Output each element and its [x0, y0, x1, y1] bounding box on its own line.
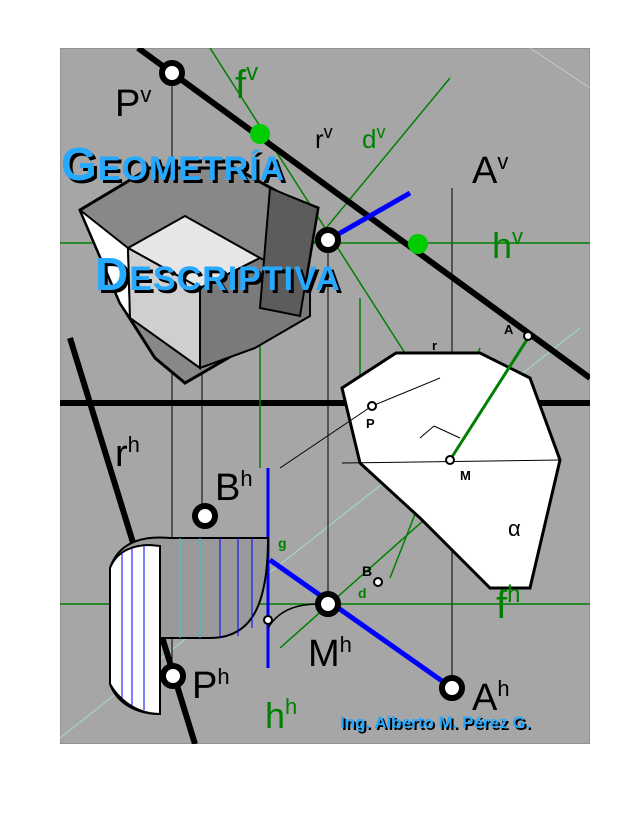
green-dot-upper: [250, 124, 270, 144]
label-ah: A: [472, 677, 498, 719]
point-pv: [159, 60, 185, 86]
label-rv: r: [315, 124, 324, 154]
descriptive-geometry-illustration: Pv fv rv dv Av hv rh Bh Ph Mh Ah hh fh g…: [59, 45, 592, 745]
point-dv: [315, 227, 341, 253]
svg-text:rh: rh: [115, 432, 140, 475]
label-bh: B: [215, 467, 240, 509]
label-dv-sup: v: [376, 122, 385, 142]
label-bh-sup: h: [240, 466, 252, 491]
label-alpha: α: [508, 516, 521, 541]
title-line2: DESCRIPTIVA: [95, 247, 341, 301]
svg-text:Ph: Ph: [192, 664, 230, 707]
label-hv: h: [492, 225, 512, 266]
label-rv-sup: v: [324, 122, 333, 142]
label-mh-sup: h: [340, 632, 352, 657]
point-mh: [315, 591, 341, 617]
label-fh: f: [496, 583, 508, 627]
svg-text:Mh: Mh: [308, 632, 352, 675]
line-pv: [136, 45, 592, 381]
point-b-small: [373, 577, 383, 587]
label-hv-sup: v: [512, 224, 523, 249]
label-ah-sup: h: [497, 676, 509, 701]
point-ph: [160, 663, 186, 689]
label-mh: M: [308, 633, 340, 675]
label-fv: f: [235, 63, 247, 107]
svg-text:rv: rv: [315, 122, 333, 154]
point-bh: [192, 503, 218, 529]
svg-text:hh: hh: [265, 694, 297, 736]
curved-surface: [109, 536, 321, 716]
svg-text:Ah: Ah: [472, 676, 510, 719]
label-fv-sup: v: [246, 59, 258, 86]
label-pv: P: [115, 83, 140, 125]
author-name: Ing. Alberto M. Pérez G.: [340, 713, 531, 732]
label-dv: d: [362, 124, 376, 154]
point-a-small: [523, 331, 533, 341]
label-hh-sup: h: [285, 694, 297, 719]
svg-text:fv: fv: [235, 59, 258, 107]
label-m-small: M: [460, 468, 471, 483]
blue-line-upper: [326, 190, 412, 243]
cover-artwork: Pv fv rv dv Av hv rh Bh Ph Mh Ah hh fh g…: [59, 45, 592, 745]
point-ah: [439, 675, 465, 701]
label-rh: r: [115, 433, 128, 475]
svg-text:fh: fh: [496, 581, 520, 627]
label-g: g: [278, 535, 287, 551]
title-line2-shadow: DESCRIPTIVA: [98, 251, 344, 303]
label-av-sup: v: [497, 149, 508, 174]
svg-text:Pv: Pv: [115, 82, 151, 125]
title-line1-shadow: GEOMETRÍA: [64, 141, 289, 193]
label-b-small: B: [362, 563, 372, 579]
blue-line-lower: [268, 557, 454, 691]
title-line1-initial: G: [61, 138, 98, 190]
label-pv-sup: v: [140, 82, 151, 107]
svg-text:Av: Av: [472, 149, 508, 192]
point-g-small: [263, 615, 273, 625]
label-r-small: r: [432, 338, 437, 353]
title-line1-rest: EOMETRÍA: [97, 150, 286, 188]
point-p-small: [367, 401, 377, 411]
green-dot-lower: [408, 234, 428, 254]
label-a-small: A: [504, 322, 514, 337]
point-m-small: [445, 455, 455, 465]
label-rh-sup: h: [128, 432, 140, 457]
plane-alpha: [279, 337, 562, 590]
author-shadow: Ing. Alberto M. Pérez G.: [342, 715, 533, 734]
label-av: A: [472, 150, 498, 192]
label-hh: h: [265, 695, 285, 736]
label-p-small: P: [366, 416, 375, 431]
label-d-small: d: [358, 585, 367, 601]
svg-text:dv: dv: [362, 122, 385, 154]
label-ph: P: [192, 665, 217, 707]
title-line2-rest: ESCRIPTIVA: [129, 260, 341, 298]
svg-text:hv: hv: [492, 224, 523, 266]
label-fh-sup: h: [507, 581, 520, 608]
solid-block: [78, 166, 320, 385]
svg-text:Bh: Bh: [215, 466, 253, 509]
title-line2-initial: D: [95, 248, 130, 300]
label-ph-sup: h: [217, 664, 229, 689]
title-line1: GEOMETRÍA: [61, 137, 285, 191]
